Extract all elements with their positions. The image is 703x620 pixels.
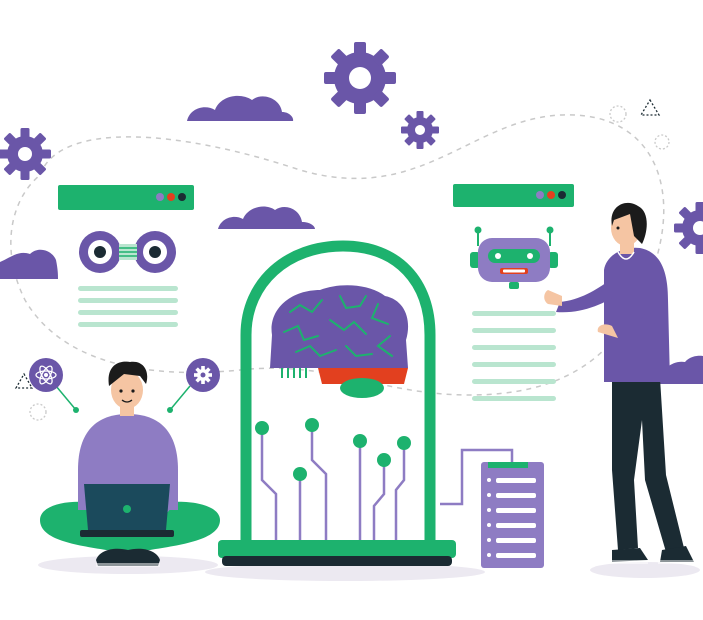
- server-cable: [440, 448, 514, 506]
- gear-icon: [401, 111, 439, 149]
- floor-shadow: [205, 563, 485, 581]
- circle-outline-icon: [654, 134, 670, 150]
- woman-standing: [544, 202, 696, 564]
- cloud-icon: [660, 355, 703, 384]
- left-info-panel: [58, 185, 194, 327]
- atom-bubble: [29, 358, 79, 413]
- gear-icon: [194, 366, 212, 384]
- circle-outline-icon: [609, 105, 627, 123]
- eyes-icon: [79, 231, 176, 273]
- man-with-laptop: [40, 361, 220, 567]
- right-info-panel: [453, 184, 574, 401]
- cloud-icon: [0, 249, 58, 279]
- gear-icon: [0, 128, 51, 180]
- cloud-icon: [187, 95, 294, 121]
- triangle-icon: [14, 372, 34, 389]
- server-icon: [481, 462, 544, 568]
- gear-icon: [324, 42, 396, 114]
- circle-outline-icon: [29, 403, 47, 421]
- robot-head-icon: [470, 226, 558, 289]
- gear-icon: [674, 202, 703, 254]
- gear-bubble: [167, 358, 220, 413]
- floor-shadow: [590, 562, 700, 578]
- laptop-icon: [80, 484, 174, 537]
- triangle-icon: [639, 98, 661, 116]
- brain-icon: [270, 285, 409, 398]
- atom-icon: [35, 365, 57, 385]
- cloud-icon: [218, 206, 315, 229]
- brain-dome: [218, 240, 456, 566]
